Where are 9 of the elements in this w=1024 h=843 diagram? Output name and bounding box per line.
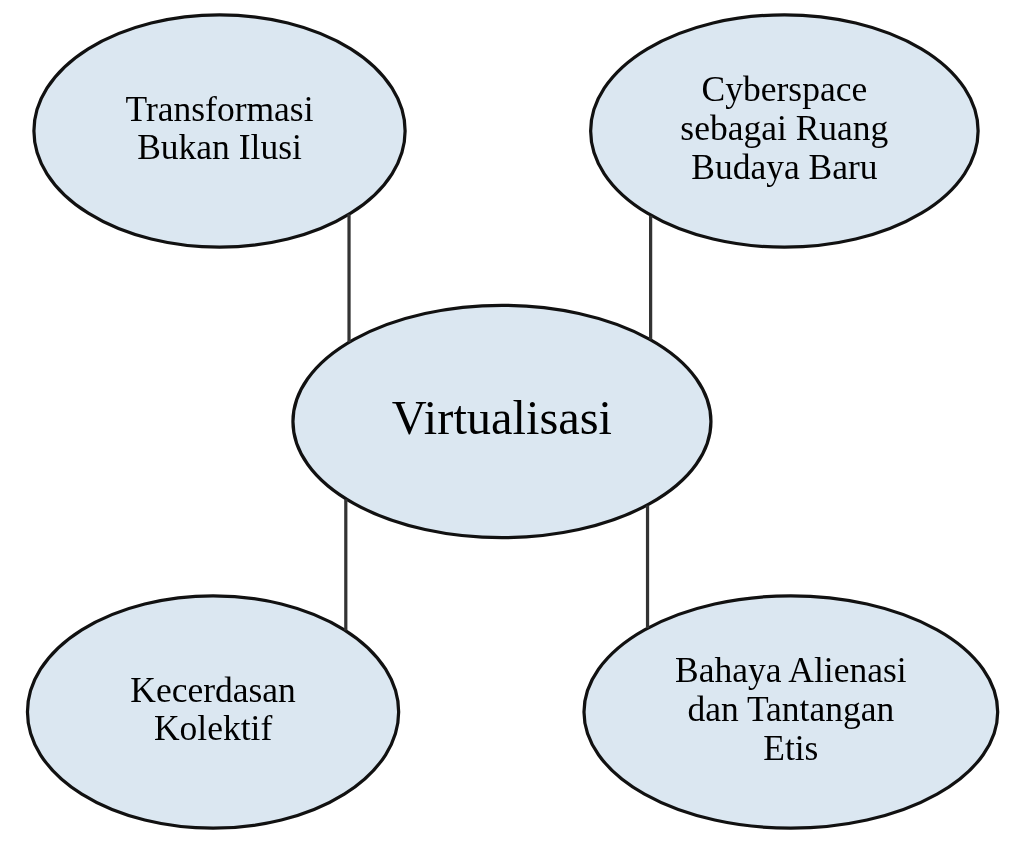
connector [343, 499, 347, 631]
node-ellipse: Transformasi Bukan Ilusi [31, 13, 407, 249]
node-ellipse: Bahaya Alienasi dan Tantangan Etis [581, 594, 999, 830]
node-ellipse: Virtualisasi [290, 303, 713, 540]
connector [645, 505, 649, 629]
node-ellipse: Kecerdasan Kolektif [25, 594, 400, 830]
node-ellipse: Cyberspace sebagai Ruang Budaya Baru [588, 13, 980, 249]
connector [648, 215, 652, 340]
connector [346, 214, 351, 343]
